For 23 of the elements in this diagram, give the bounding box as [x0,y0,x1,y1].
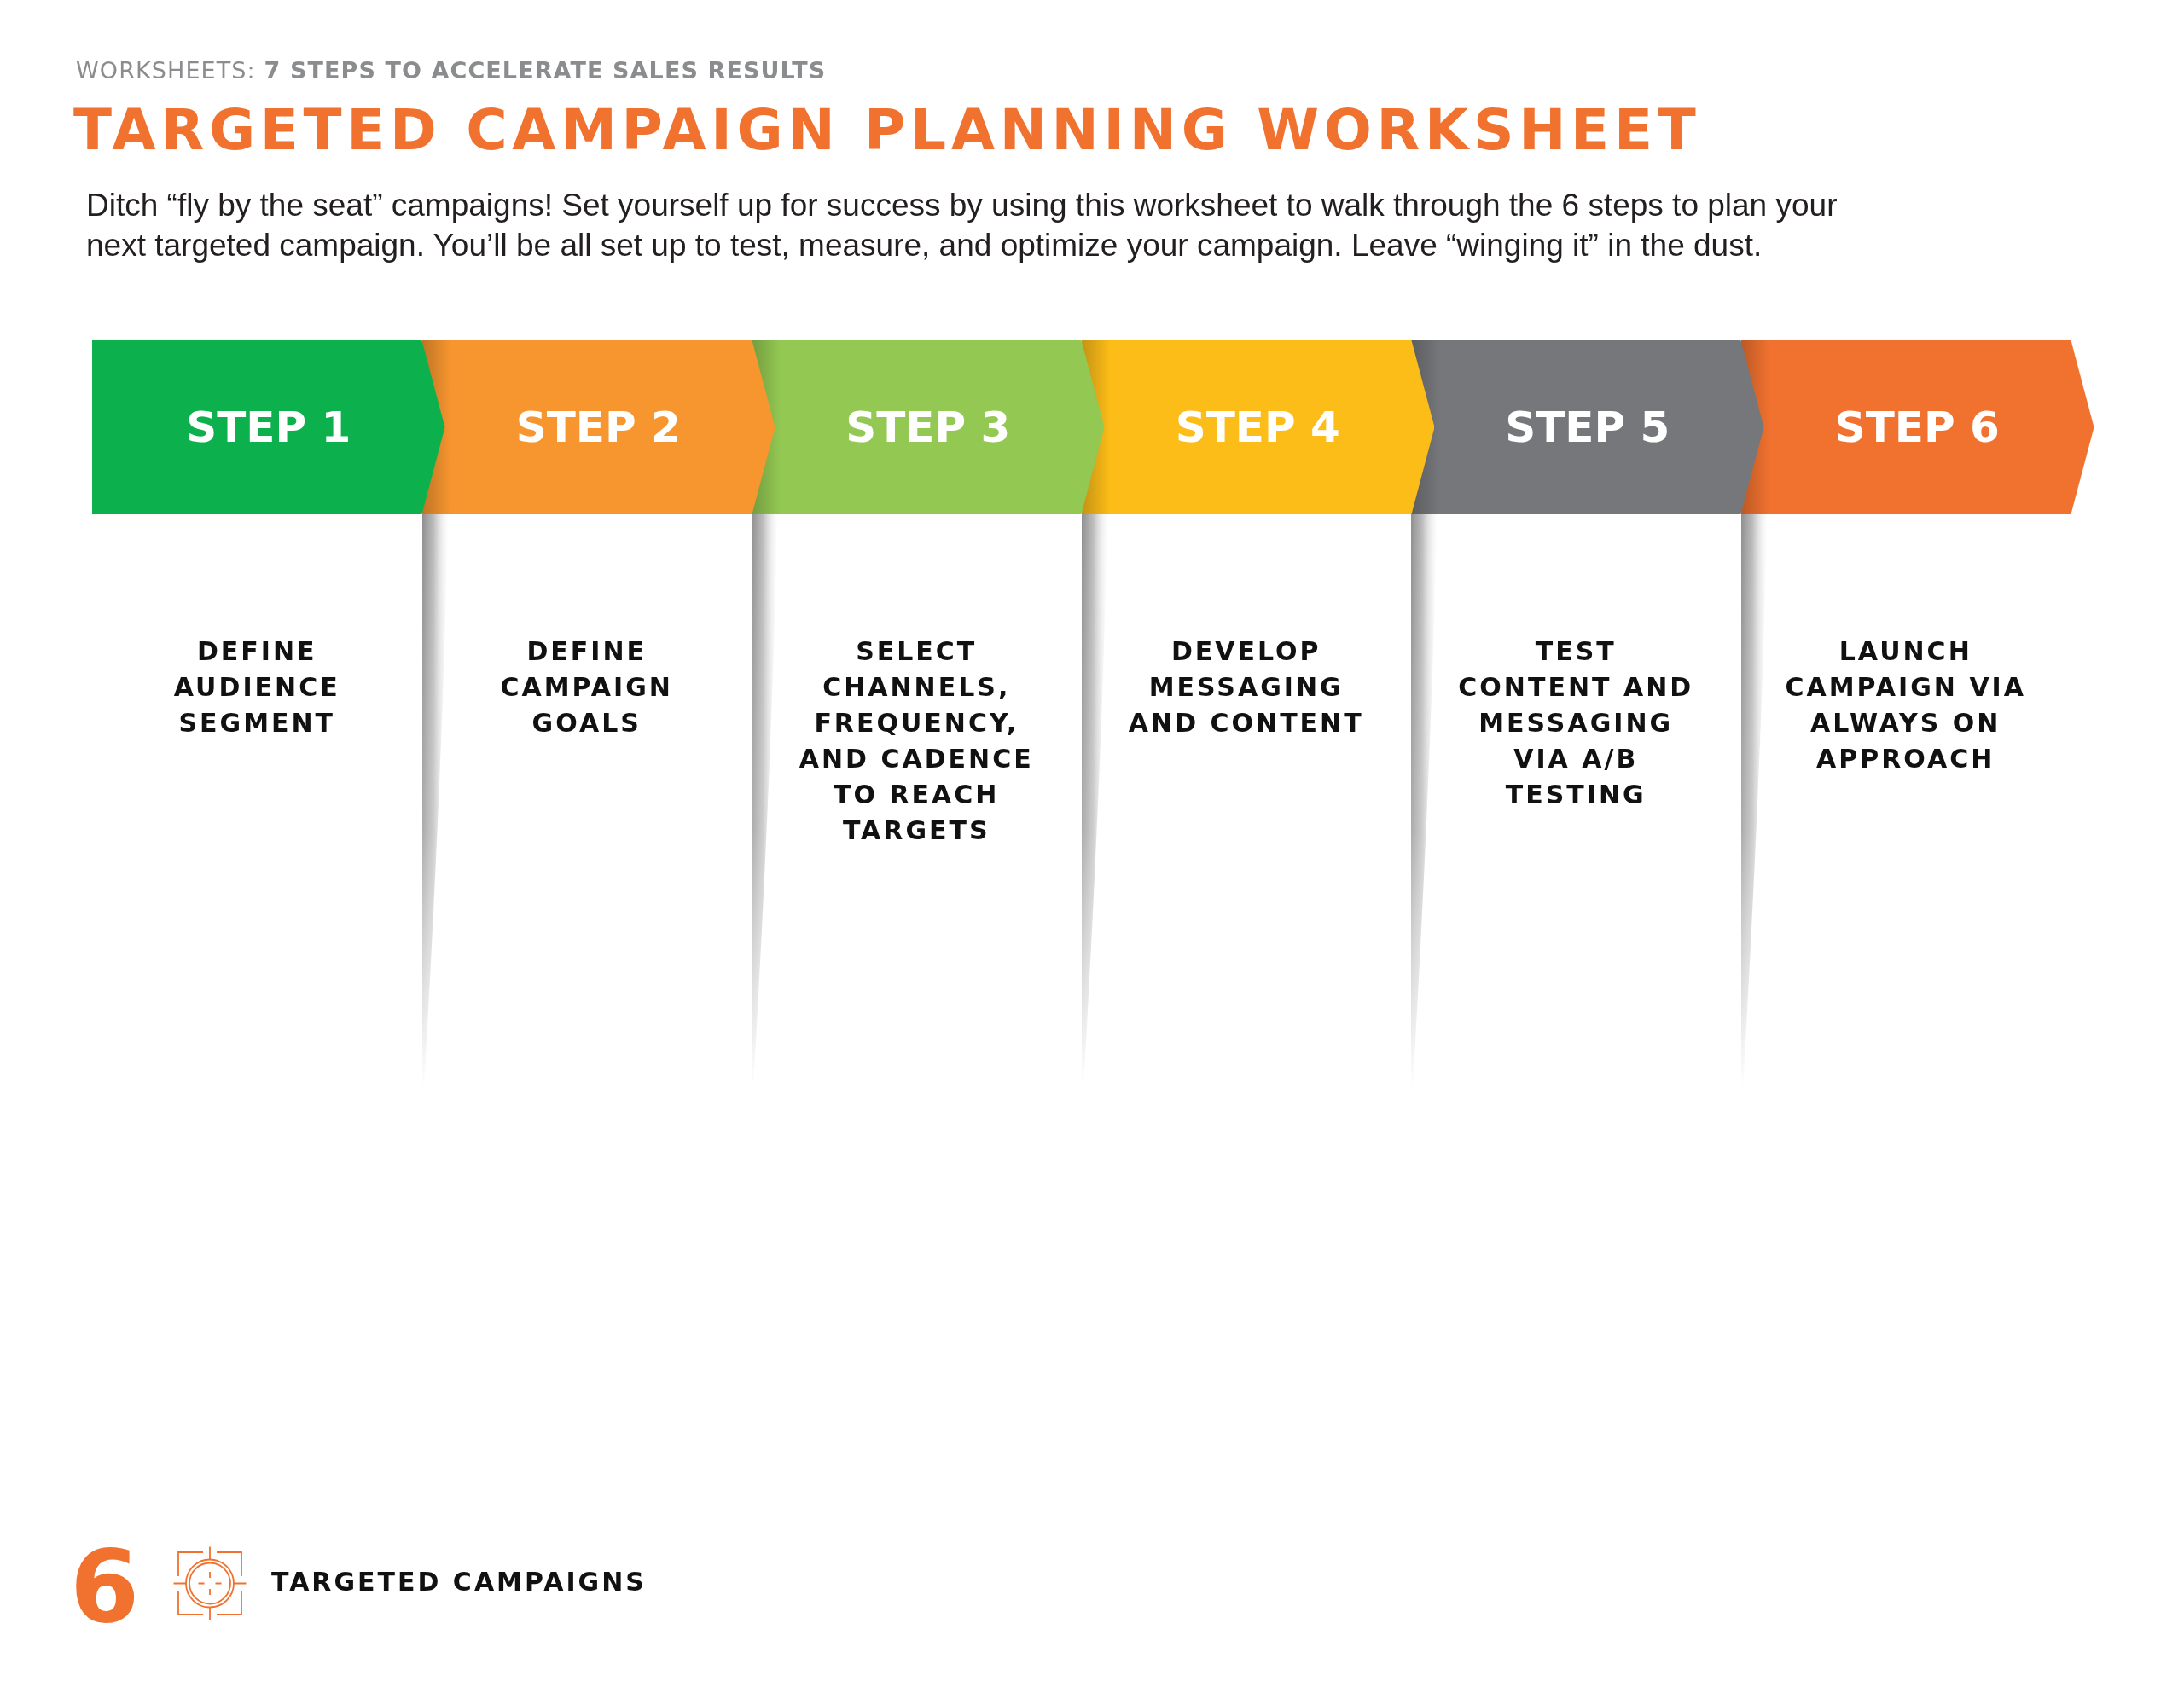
section-title: TARGETED CAMPAIGNS [271,1569,647,1595]
step-banner [1411,340,1764,514]
step-label: STEP 4 [1175,406,1340,449]
step-banner [421,340,775,514]
step-label: STEP 2 [515,406,681,449]
section-number: 6 [70,1537,140,1637]
step-banner [752,340,1105,514]
step-label: STEP 1 [186,406,351,449]
step-banner [1081,340,1434,514]
step-description: SELECT CHANNELS, FREQUENCY, AND CADENCE TO REACH TARGETS [798,635,1035,847]
step-label: STEP 5 [1505,406,1670,449]
step-description: DEVELOP MESSAGING AND CONTENT [1127,635,1365,739]
worksheet-series-heading: WORKSHEETS: 7 STEPS TO ACCELERATE SALES RESULTS [76,59,827,82]
step-label: STEP 6 [1834,406,2000,449]
worksheet-title: TARGETED CAMPAIGN PLANNING WORKSHEET [73,102,1701,159]
step-label: STEP 3 [845,406,1011,449]
step-description: TEST CONTENT AND MESSAGING VIA A/B TESTING [1457,635,1695,811]
intro-paragraph: Ditch “fly by the seat” campaigns! Set yourself up for success by using this worksheet to walk through the 6 steps to plan your next targeted campaign. You’ll be all set up to test, measure, and optimize your campaign. Leave “winging it” in the dust. [86,187,1838,264]
step-banner [1740,340,2094,514]
step-description: DEFINE CAMPAIGN GOALS [499,635,674,739]
step-description: LAUNCH CAMPAIGN VIA ALWAYS ON APPROACH [1784,635,2027,775]
step-description: DEFINE AUDIENCE SEGMENT [172,635,341,739]
step-banner [92,340,445,514]
